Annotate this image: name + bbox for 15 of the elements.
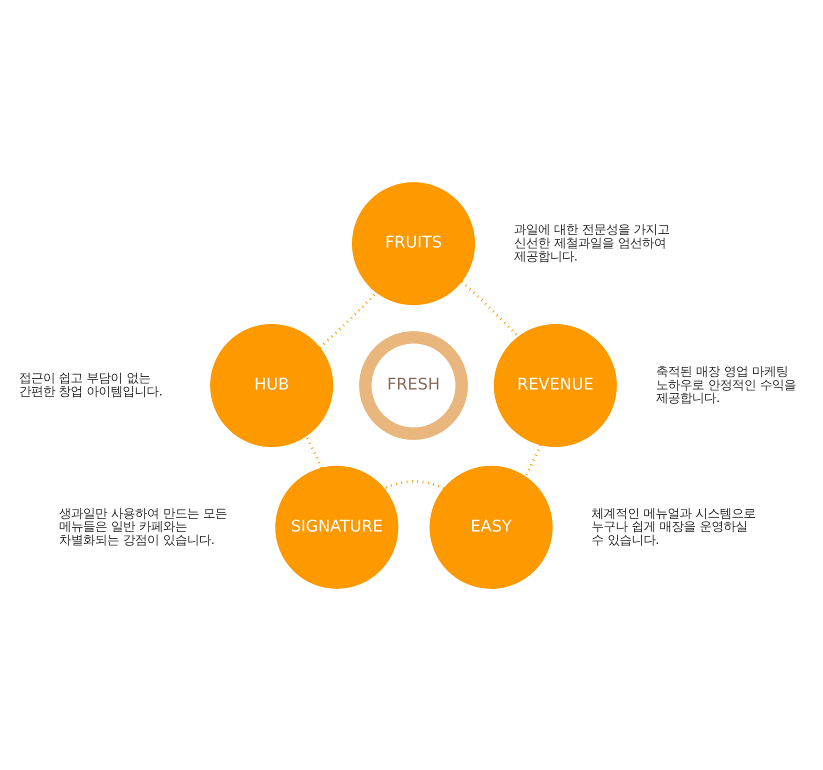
node-circle: HUB <box>210 323 334 447</box>
connector <box>524 444 542 477</box>
node-label: 체계적인 메뉴얼과 시스템으로 누구나 쉽게 매장을 운영하실 수 있습니다. <box>591 504 756 547</box>
connector <box>305 435 323 468</box>
node-label: 생과일만 사용하여 만드는 모든 메뉴들은 일반 카페와는 차별화되는 강점이 있습니다. <box>58 504 227 547</box>
node-label: 접근이 쉽고 부담이 없는 간편한 창업 아이템입니다. <box>18 370 163 398</box>
node-circle: REVENUE <box>494 323 617 447</box>
node-circle: EASY <box>430 465 553 588</box>
connector <box>384 480 444 490</box>
node-circle: SIGNATURE <box>275 465 398 588</box>
node-circle: FRUITS <box>352 182 476 305</box>
node-circle: FRESH <box>359 330 468 440</box>
node-label: 축적된 매장 영업 마케팅 노하우로 안정적인 수익을 제공합니다. <box>656 362 796 405</box>
node-label: 과일에 대한 전문성을 가지고 신선한 제철과일을 엄선하여 제공합니다. <box>514 221 670 263</box>
connector <box>461 280 520 338</box>
